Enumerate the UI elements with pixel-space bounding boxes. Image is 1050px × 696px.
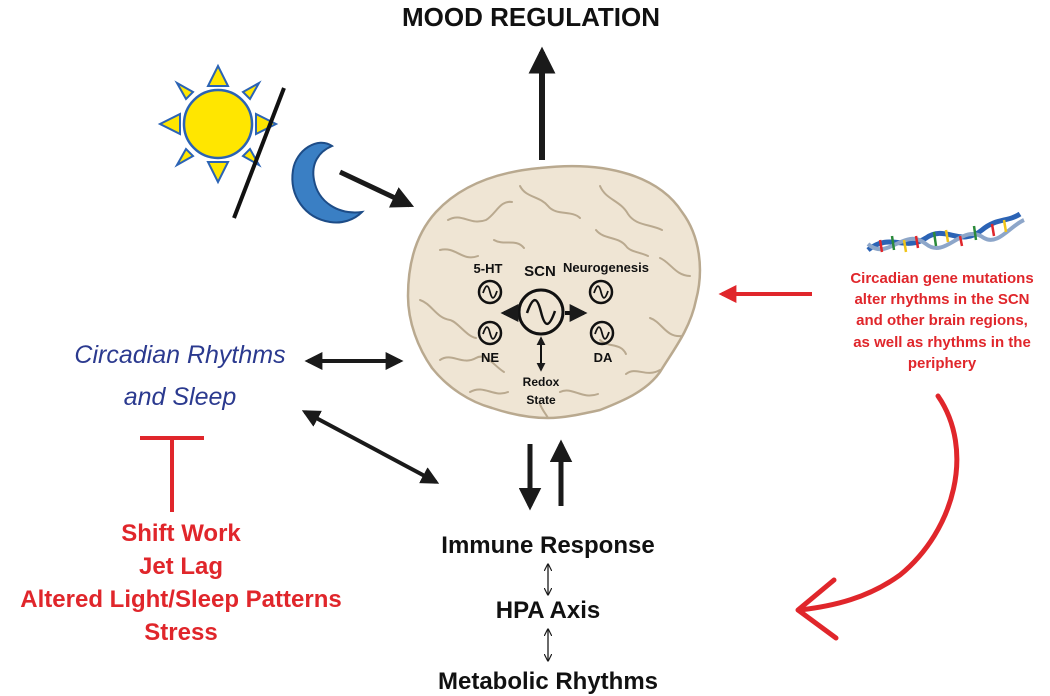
gene-note-line3: and other brain regions, xyxy=(856,312,1028,329)
circadian-label-line1: Circadian Rhythms xyxy=(74,341,285,369)
da-label: DA xyxy=(594,350,613,365)
disruptor-shift-work: Shift Work xyxy=(121,520,241,547)
scn-node xyxy=(517,288,565,336)
hpa-axis-label: HPA Axis xyxy=(496,597,600,624)
ne-node xyxy=(477,320,503,346)
moon-icon xyxy=(291,141,365,224)
disruptor-altered-patterns: Altered Light/Sleep Patterns xyxy=(20,586,341,613)
serotonin-node xyxy=(477,279,503,305)
neurogenesis-label: Neurogenesis xyxy=(563,260,649,275)
immune-response-label: Immune Response xyxy=(441,532,654,559)
redox-label-line2: State xyxy=(526,393,556,407)
sun-icon xyxy=(157,63,279,185)
scn-label: SCN xyxy=(524,263,556,280)
mood-regulation-title: MOOD REGULATION xyxy=(402,2,660,32)
neurogenesis-node xyxy=(588,279,614,305)
disruptor-jet-lag: Jet Lag xyxy=(139,553,223,580)
metabolic-rhythms-label: Metabolic Rhythms xyxy=(438,668,658,695)
light-to-brain-arrow xyxy=(338,169,415,208)
gene-note-line5: periphery xyxy=(908,355,977,372)
ne-label: NE xyxy=(481,350,499,365)
day-night-divider xyxy=(232,87,286,219)
gene-note-line2: alter rhythms in the SCN xyxy=(854,291,1029,308)
brain-illustration xyxy=(406,164,702,420)
gene-to-periphery-arrow xyxy=(797,393,960,613)
inhibition-bar xyxy=(140,436,204,512)
gene-to-periphery-arrowhead xyxy=(795,577,839,641)
gene-note-line4: as well as rhythms in the xyxy=(853,334,1031,351)
gene-note-line1: Circadian gene mutations xyxy=(850,270,1033,287)
dna-helix-icon xyxy=(866,211,1025,253)
circadian-label-line2: and Sleep xyxy=(124,383,237,411)
serotonin-label: 5-HT xyxy=(474,261,503,276)
circadian-periphery-arrow xyxy=(301,410,440,484)
da-node xyxy=(589,320,615,346)
redox-label-line1: Redox xyxy=(523,375,560,389)
disruptor-stress: Stress xyxy=(144,619,217,646)
